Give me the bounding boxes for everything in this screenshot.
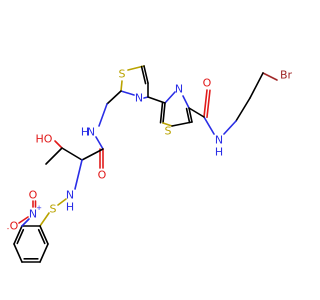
bond-amide2-c-ca [81,148,104,161]
bromine-atom: Br [280,69,293,82]
sulfenamide-nitrogen: N [66,189,74,202]
bond-benzene-3 [13,243,23,263]
bond-t2-c2-s [162,102,166,124]
carbonyl-oxygen-right: O [203,77,212,90]
sulfenamide-hydrogen: H [66,201,74,214]
bond-t1-c2-s [120,80,123,92]
nitro-nitrogen: N [29,208,37,221]
bond-t2-s [162,122,173,127]
amide-nitrogen-left: N [87,126,95,139]
bond-s-aryl [39,212,50,227]
bond-propyl-1 [249,72,264,99]
bond-t1-c5-c4-second [140,65,147,85]
bond-n-s [57,198,67,206]
bond-benzene-inner-0 [37,228,46,245]
bond-ring-nitro [21,218,30,227]
bond-layer [13,65,278,263]
bond-amide-c-o [203,89,208,118]
bond-t2-c5 [171,121,193,127]
thiazole-sulfur-right: S [165,125,172,138]
thiazole-sulfur-left: S [119,68,126,81]
atom-label-layer: Br N H O N S S N N H O HO N H S N + O O … [7,68,293,234]
molecule-structure: Br N H O N S S N N H O HO N H S N + O O … [7,65,293,263]
sulfenyl-sulfur: S [50,203,57,216]
bond-t2-c2-s-second [159,101,164,124]
bond-t1-c5-c4 [143,65,149,84]
bond-cb-methyl [45,147,63,165]
bond-cb-oh [54,140,63,149]
amide-nitrogen-right: N [215,134,223,147]
bond-amide-c-ring [188,107,205,118]
bond-ethyl-2 [98,103,108,127]
bond-br-c [262,72,278,81]
bond-t2-n-c2 [164,91,176,104]
nitro-nitrogen-charge: + [36,204,42,212]
bond-propyl-n [223,120,237,135]
carbonyl-oxygen-left: O [98,169,107,182]
bond-t2-c4-c5 [188,107,193,123]
hydroxyl-group: HO [36,133,53,146]
nitro-oxygen-charge: - [7,225,10,233]
thiazole-nitrogen-right: N [175,83,183,96]
bond-nitro-o-left [18,216,29,224]
bond-ca-n [74,159,83,190]
bond-ca-cb [61,147,83,161]
bond-amide2-n-c [95,136,104,150]
amide-hydrogen-left: H [81,126,89,139]
bond-benzene-1 [39,243,49,263]
bond-t2-c4-c5-second [185,107,191,124]
bond-amide-c-o-second [206,89,211,119]
bond-propyl-2 [235,97,251,122]
nitro-oxygen-top: O [29,189,38,202]
bond-benzene-inner-2 [16,228,25,245]
bond-biaryl [147,96,166,104]
thiazole-nitrogen-left: N [135,92,143,105]
bond-t2-c4-n [182,95,190,109]
bond-ethyl-1 [106,90,122,105]
bond-benzene-0 [39,225,49,245]
amide-hydrogen-right: H [215,146,223,159]
bond-amide-n-c [203,116,215,135]
bond-benzene-4 [13,225,23,245]
nitro-oxygen-left: O [10,220,19,233]
bond-t1-n-c2 [120,90,135,96]
